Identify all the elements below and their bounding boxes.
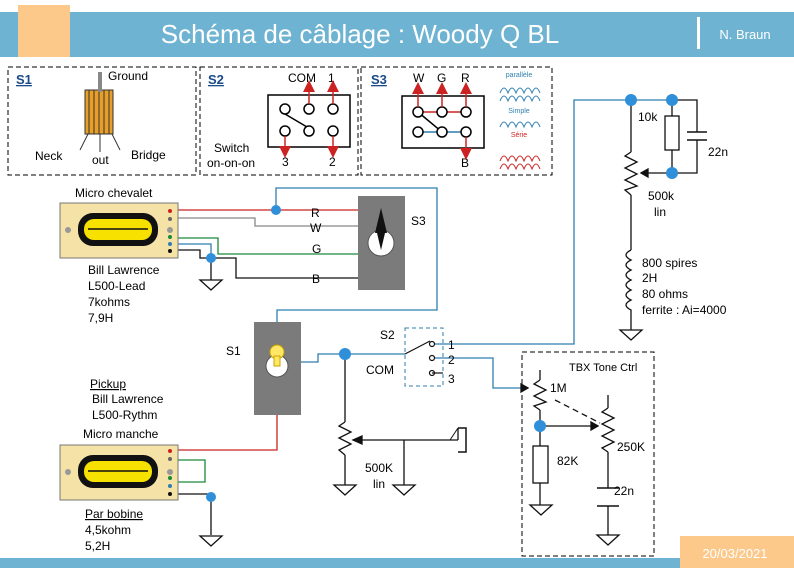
tbx-pot-1m	[520, 379, 548, 411]
tbx-pot-250k	[590, 407, 616, 453]
s1-ground-label: Ground	[108, 69, 148, 83]
tbx-pot1-value: 1M	[550, 381, 567, 395]
s1-bridge-label: Bridge	[131, 148, 166, 162]
s2-switch-pin1: 1	[448, 338, 455, 352]
neck-spec-inductance: 5,2H	[85, 539, 110, 553]
wire-g-label: G	[312, 242, 321, 256]
s3-w-label: W	[413, 71, 425, 85]
wire-r-label: R	[311, 206, 320, 220]
s1-legend-title: S1	[16, 72, 32, 87]
neck-pickup-title: Micro manche	[83, 427, 159, 441]
notch-capacitor-value: 22n	[708, 145, 728, 159]
neck-pickup-line3: L500-Rythm	[92, 408, 157, 422]
s2-desc-line1: Switch	[214, 141, 249, 155]
volume-value: 500K	[365, 461, 393, 475]
s1-out-label: out	[92, 153, 109, 167]
s3-mode-simple: Simple	[508, 108, 530, 115]
s3-mode-parallel: parallèle	[506, 72, 533, 79]
s3-switch-label: S3	[411, 214, 426, 228]
wire-b-label: B	[312, 272, 320, 286]
s2-switch-pin2: 2	[448, 353, 455, 367]
wire-w-label: W	[310, 221, 322, 235]
author-name: N. Braun	[719, 27, 770, 42]
s2-pin3-label: 3	[282, 155, 289, 169]
s1-neck-label: Neck	[35, 149, 63, 163]
footer-band	[0, 558, 794, 568]
s1-legend-box	[7, 66, 197, 176]
notch-capacitor	[687, 131, 707, 141]
tbx-pot2-value: 250K	[617, 440, 645, 454]
tbx-resistor	[532, 445, 549, 484]
s3-rotary-switch	[358, 196, 405, 290]
s2-switch-pin3: 3	[448, 372, 455, 386]
tbx-title: TBX Tone Ctrl	[569, 362, 637, 374]
bridge-pickup	[59, 202, 179, 259]
notch-pot	[623, 151, 649, 196]
footer-date: 20/03/2021	[702, 546, 767, 561]
bridge-pickup-line2: L500-Lead	[88, 279, 145, 293]
header-accent-square	[18, 5, 70, 57]
s3-mode-serie: Série	[511, 132, 527, 139]
s1-toggle-switch	[254, 322, 301, 415]
s3-mode-icons	[499, 87, 541, 171]
coil-spec-core: ferrite : Ai=4000	[642, 303, 727, 317]
s1-switch-icon	[79, 72, 121, 152]
neck-spec-resistance: 4,5kohm	[85, 523, 131, 537]
s3-b-label: B	[461, 156, 469, 170]
tbx-capacitor	[597, 487, 619, 507]
s3-legend-box	[360, 66, 553, 176]
notch-pot-taper: lin	[654, 205, 666, 219]
bridge-pickup-line4: 7,9H	[88, 311, 113, 325]
tbx-box	[521, 351, 655, 557]
tbx-resistor-value: 82K	[557, 454, 578, 468]
output-jack	[449, 427, 467, 453]
notch-inductor	[625, 249, 633, 315]
notch-resistor-value: 10k	[638, 110, 658, 124]
s2-switch-icon	[267, 80, 351, 158]
ground-symbols	[198, 279, 644, 547]
s2-switch-com: COM	[366, 363, 394, 377]
neck-pickup-line2: Bill Lawrence	[92, 392, 164, 406]
s2-legend-title: S2	[208, 72, 224, 87]
s2-legend-box	[199, 66, 359, 176]
bridge-pickup-line3: 7kohms	[88, 295, 130, 309]
tbx-capacitor-value: 22n	[614, 484, 634, 498]
volume-taper: lin	[373, 477, 385, 491]
header-divider	[697, 17, 700, 49]
footer-date-box	[680, 536, 794, 568]
s2-desc-line2: on-on-on	[207, 156, 255, 170]
page-title: Schéma de câblage : Woody Q BL	[161, 19, 559, 49]
coil-spec-resistance: 80 ohms	[642, 287, 688, 301]
neck-pickup-line1: Pickup	[90, 377, 126, 391]
notch-resistor	[664, 115, 680, 151]
circuit-wires	[178, 99, 698, 535]
coil-spec-inductance: 2H	[642, 271, 657, 285]
neck-pickup	[59, 444, 179, 501]
s2-switch-box	[404, 327, 444, 387]
wire-nodes	[206, 94, 678, 502]
s1-switch-label: S1	[226, 344, 241, 358]
s3-g-label: G	[437, 71, 446, 85]
volume-pot	[337, 421, 363, 456]
s3-r-label: R	[461, 71, 470, 85]
s2-switch-contacts	[404, 340, 443, 377]
s3-switch-icon	[401, 82, 485, 160]
s2-pin2-label: 2	[329, 155, 336, 169]
s2-com-label: COM	[288, 71, 316, 85]
s2-switch-label: S2	[380, 328, 395, 342]
notch-pot-value: 500k	[648, 189, 675, 203]
bridge-pickup-title: Micro chevalet	[75, 186, 153, 200]
bridge-pickup-line1: Bill Lawrence	[88, 263, 160, 277]
neck-spec-title: Par bobine	[85, 507, 143, 521]
s3-legend-title: S3	[371, 72, 387, 87]
header-band	[0, 12, 794, 57]
s2-pin1-label: 1	[328, 71, 335, 85]
coil-spec-turns: 800 spires	[642, 256, 697, 270]
